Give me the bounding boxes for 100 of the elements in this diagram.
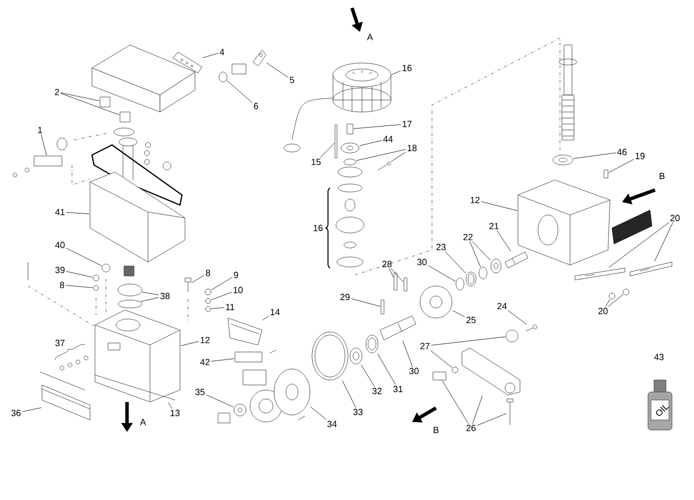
callout-number: 34 [327, 420, 337, 428]
callout-number: 24 [497, 302, 507, 310]
callout-number: 20 [670, 214, 680, 222]
leader-line [356, 149, 406, 161]
callout-number: 39 [55, 266, 65, 274]
o-ring-drawing [312, 332, 348, 380]
callout-number: 17 [402, 120, 412, 128]
leader-line [391, 70, 402, 75]
callout-number: 8 [60, 282, 64, 288]
pin-drawing [380, 300, 384, 314]
callout-number: 40 [55, 242, 65, 248]
leader-line [452, 310, 466, 318]
callout-number: 25 [466, 316, 476, 324]
leader-line [390, 152, 406, 162]
leader-line [140, 297, 160, 302]
gear-drawing [420, 286, 452, 318]
battery-box-drawing [90, 172, 186, 262]
pin-drawing [404, 278, 408, 292]
leader-line [262, 316, 270, 320]
spring-drawing [346, 124, 354, 134]
leader-line [390, 268, 404, 282]
gearbox-drawing [518, 180, 610, 266]
leader-line [430, 350, 452, 368]
roller-drawing [506, 330, 518, 342]
screw-drawing [204, 288, 212, 296]
callout-number: 19 [636, 152, 645, 160]
leader-line [605, 298, 610, 307]
leader-line [470, 241, 481, 268]
leader-line [472, 395, 483, 424]
leader-line [342, 380, 356, 408]
callout-number: 13 [170, 410, 180, 416]
clip-drawing [432, 372, 446, 380]
callout-number: 9 [234, 272, 238, 278]
callout-number: 20 [598, 308, 608, 314]
callout-number: 6 [254, 102, 258, 110]
callout-number: 15 [312, 158, 321, 166]
leader-line [573, 152, 616, 159]
pin-drawing [394, 272, 398, 290]
bearing-drawing [456, 278, 464, 290]
callout-number: 16 [314, 224, 323, 232]
callout-number: 23 [436, 244, 446, 250]
leader-line [142, 292, 160, 296]
leader-line [354, 124, 402, 129]
label-drawing [120, 112, 130, 122]
washer-drawing [452, 366, 458, 374]
callout-number: 28 [382, 260, 392, 268]
o-ring-drawing [218, 72, 228, 82]
screw-drawing [622, 288, 630, 296]
leader-line [444, 251, 466, 274]
callout-number: 1 [38, 126, 42, 134]
bearing-drawing [350, 348, 362, 364]
callout-number: 11 [226, 304, 234, 310]
leader-line [508, 310, 528, 325]
leader-line [66, 271, 93, 278]
screw-drawing [102, 264, 110, 272]
washer-drawing [478, 266, 488, 280]
label-drawing [100, 96, 110, 108]
callout-number: 12 [470, 196, 480, 204]
bearing-drawing [552, 154, 574, 166]
shaft-drawing [504, 252, 528, 268]
leader-line [210, 358, 234, 362]
plate-drawing [172, 52, 202, 74]
leader-line [350, 298, 380, 307]
callout-number: 5 [290, 76, 294, 84]
leader-line [202, 52, 219, 58]
washer-drawing [340, 142, 360, 154]
callout-number: 12 [200, 336, 210, 344]
leader-line [472, 241, 491, 260]
washer-drawing [93, 285, 99, 291]
bottle-label: OIL [656, 405, 670, 416]
o-ring-drawing [118, 300, 142, 308]
screw-drawing [608, 292, 616, 300]
callout-number: 37 [55, 340, 65, 346]
leader-line [168, 402, 172, 409]
callout-number: 18 [408, 144, 417, 152]
callout-number: 4 [220, 48, 224, 56]
callout-number: 33 [353, 408, 363, 416]
leader-line [654, 222, 674, 262]
callout-number: 27 [420, 342, 430, 350]
callout-number: 22 [463, 234, 473, 240]
view-label: B [434, 426, 439, 434]
plate-drawing [574, 268, 626, 280]
callout-number: 16 [402, 64, 412, 72]
bearing-drawing [466, 272, 476, 286]
callout-number: 31 [393, 386, 403, 392]
washer-drawing [205, 306, 211, 312]
callout-number: 38 [160, 292, 170, 300]
plate-drawing [630, 262, 672, 276]
callout-number: 2 [54, 88, 60, 96]
callout-number: 35 [195, 388, 205, 396]
screw-drawing [92, 274, 100, 282]
leader-line [60, 93, 120, 116]
cover-plate-drawing [228, 318, 262, 346]
leader-line [211, 307, 224, 309]
lever-drawing [462, 348, 520, 396]
leader-line [402, 340, 413, 367]
bearing-drawing [366, 334, 378, 354]
leader-line [210, 277, 233, 290]
rod-drawing [334, 124, 338, 158]
leader-line [428, 265, 456, 282]
